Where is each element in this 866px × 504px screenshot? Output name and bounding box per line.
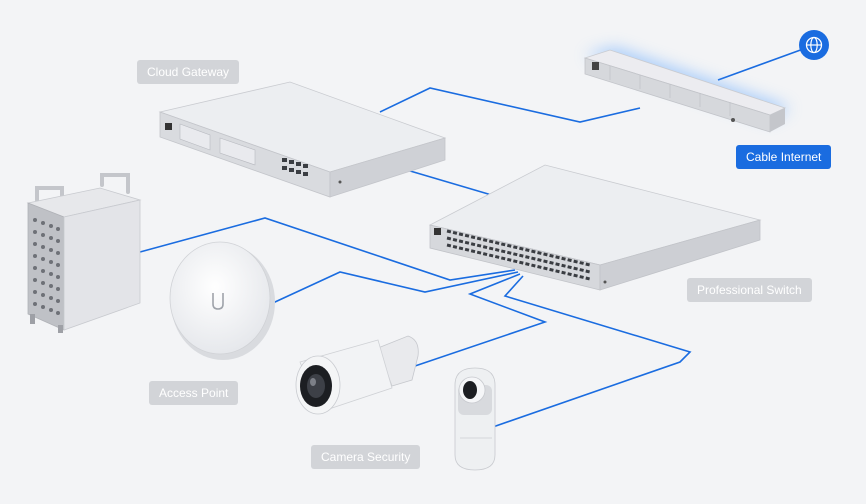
link-switch-to-security-camera [489,275,692,429]
cable-internet-label: Cable Internet [736,145,832,169]
connection-lines [139,47,807,429]
link-modem-to-gateway [379,87,641,123]
link-switch-to-computer [139,217,516,281]
access-point-label: Access Point [149,381,239,405]
professional-switch-label: Professional Switch [687,278,812,302]
cloud-gateway-label: Cloud Gateway [137,60,240,84]
link-gateway-to-switch [399,167,496,197]
cable-modem-device [583,48,790,133]
globe-icon [799,30,829,60]
security-camera-device [454,367,496,471]
tower-computer-device [26,173,142,333]
link-internet-to-modem [717,47,807,81]
camera-security-label: Camera Security [311,445,421,469]
link-switch-to-access-point [261,271,519,309]
bullet-camera-device [295,335,419,415]
professional-switch-device [428,164,762,291]
cloud-gateway-device [158,81,447,198]
access-point-device [169,241,275,360]
link-switch-to-camera [414,273,548,367]
